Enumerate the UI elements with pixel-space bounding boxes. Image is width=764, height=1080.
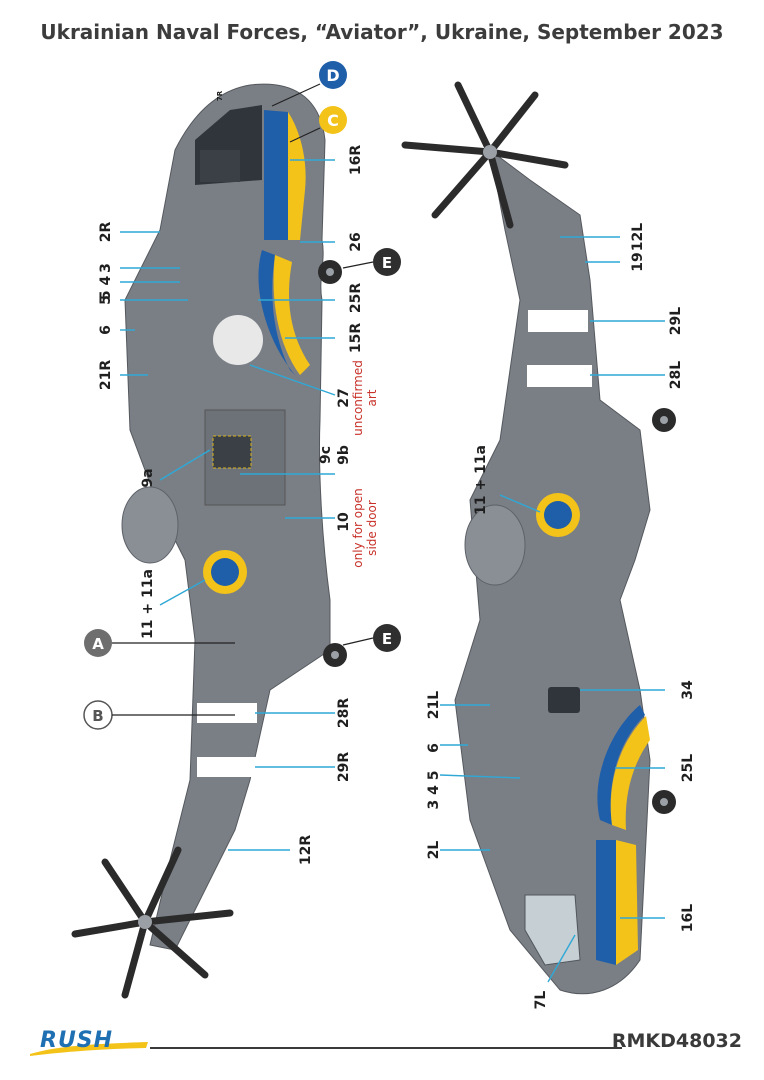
callout-leaders (120, 159, 665, 983)
label-12r: 12R (298, 835, 314, 865)
right-view-tail-stripe-28 (197, 703, 257, 723)
right-view-window (200, 150, 240, 182)
marker-e-top: E (342, 248, 401, 276)
label-29r: 29R (336, 752, 352, 782)
label-2l: 2L (426, 841, 442, 860)
right-view-sponson-blue (258, 250, 300, 380)
left-view-tail-rotor (401, 81, 569, 229)
note-door-line2: side door (365, 500, 379, 556)
marker-e-top-label: E (382, 254, 392, 272)
label-16r: 16R (348, 145, 364, 175)
label-3: 3 (98, 263, 114, 273)
right-view-nose-yellow (288, 112, 306, 240)
left-view-window (548, 687, 580, 713)
right-view-rotor-hub (138, 915, 152, 929)
label-29l: 29L (668, 307, 684, 335)
label-34: 34 (680, 680, 696, 700)
left-view-engine (464, 504, 526, 586)
right-view-door-window (212, 435, 252, 469)
left-view-rotor-hub (483, 145, 497, 159)
label-12l: 12L (630, 223, 646, 251)
label-6-left: 6 (426, 743, 442, 753)
right-view-labels: 2R 3 5 4 5 6 21R 9a 11 + 11a 16R 26 25R … (98, 90, 364, 865)
marker-c-label: C (327, 111, 339, 130)
product-code: RMKD48032 (611, 1030, 742, 1052)
left-view-sponson-yellow (610, 716, 650, 830)
label-5-4: 5 4 (98, 276, 114, 301)
label-26: 26 (348, 232, 364, 251)
marker-e-bottom-label: E (382, 630, 392, 648)
footer-rule (150, 1047, 622, 1049)
note-art-line1: unconfirmed (351, 360, 365, 436)
label-27: 27 (336, 388, 352, 407)
right-view-notes: unconfirmed art only for open side door (351, 360, 379, 568)
label-9b: 9b (336, 445, 352, 465)
label-5: 5 (98, 295, 114, 305)
label-28r: 28R (336, 698, 352, 728)
right-view-nose-art (213, 315, 263, 365)
right-view-roundel-inner (211, 558, 239, 586)
marker-b: B (83, 700, 235, 730)
page-title: Ukrainian Naval Forces, “Aviator”, Ukrai… (40, 20, 724, 44)
label-25r: 25R (348, 283, 364, 313)
left-view-roundel-inner (544, 501, 572, 529)
label-9c: 9c (318, 446, 334, 464)
marker-d-label: D (326, 66, 339, 85)
label-11-11a-right: 11 + 11a (140, 569, 156, 639)
marker-b-label: B (92, 707, 103, 725)
label-21l: 21L (426, 691, 442, 719)
right-view-tail-rotor (71, 846, 234, 999)
label-25l: 25L (680, 754, 696, 782)
left-view-cockpit-glass (524, 894, 581, 966)
marker-a-label: A (92, 635, 104, 653)
left-view-tail-stripe-28 (527, 365, 592, 387)
label-7l: 7L (533, 991, 549, 1010)
right-view-tail-stripe-29 (197, 757, 257, 777)
left-view-nose-yellow (616, 840, 638, 965)
label-6: 6 (98, 325, 114, 335)
label-2r: 2R (98, 222, 114, 243)
right-view-nose-blue (264, 110, 288, 240)
note-door-line1: only for open (351, 488, 365, 567)
left-view-sponson-blue (597, 705, 645, 825)
label-9a: 9a (140, 468, 156, 487)
label-15r: 15R (348, 323, 364, 353)
left-view-tail-stripe-29 (528, 310, 588, 332)
right-view-engine (121, 486, 179, 564)
left-view-rear-hub (660, 416, 668, 424)
left-side-view (401, 81, 676, 995)
label-21r: 21R (98, 360, 114, 390)
label-7r: 7R (216, 90, 224, 101)
right-view-front-hub (326, 268, 334, 276)
label-28l: 28L (668, 361, 684, 389)
marker-a: A (84, 629, 235, 657)
marker-d: D (271, 61, 347, 107)
label-16l: 16L (680, 904, 696, 932)
marker-e-bottom: E (342, 624, 401, 652)
left-view-front-hub (660, 798, 668, 806)
left-view-labels: 12L 19 29L 28L 11 + 11a 34 21L 6 3 4 5 2… (426, 223, 696, 1010)
note-art-line2: art (365, 389, 379, 406)
right-view-rear-hub (331, 651, 339, 659)
label-3-4-5: 3 4 5 (426, 771, 442, 810)
right-view-sponson-yellow (273, 255, 310, 375)
left-view-nose-blue (596, 840, 616, 965)
brand-logo-swoosh (30, 1042, 148, 1056)
marker-c: C (289, 106, 347, 143)
label-19: 19 (630, 252, 646, 271)
label-11-11a-left: 11 + 11a (473, 445, 489, 515)
brand-logo: RUSH (40, 1028, 114, 1053)
label-10: 10 (336, 512, 352, 532)
